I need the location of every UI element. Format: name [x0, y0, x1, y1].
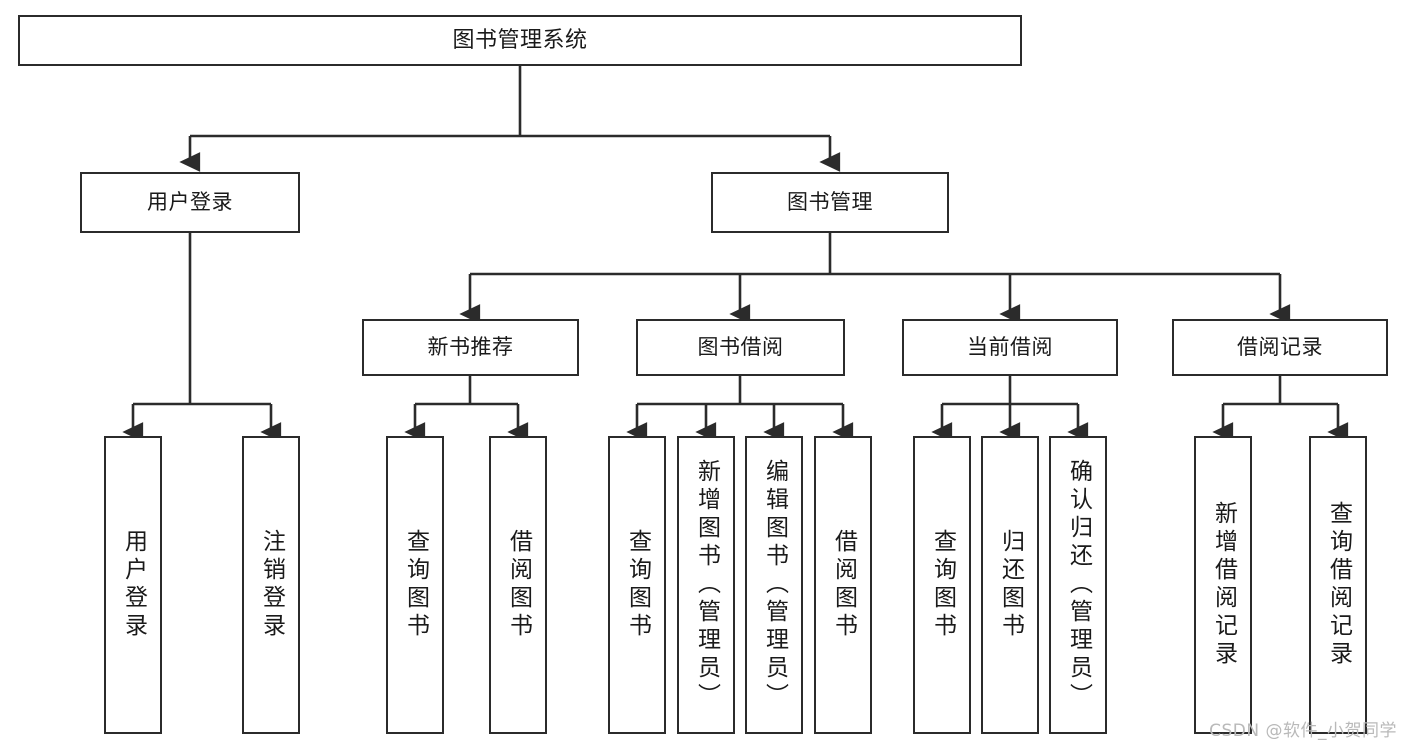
node-label: 新增借阅记录: [1210, 501, 1237, 669]
node-label: 借阅记录: [1237, 335, 1323, 360]
csdn-watermark: CSDN @软件_小贺同学: [1209, 721, 1397, 741]
leaf-user-login[interactable]: 用户登录: [104, 436, 162, 734]
node-root-book-management-system[interactable]: 图书管理系统: [18, 15, 1022, 66]
node-label: 用户登录: [120, 529, 147, 641]
node-label: 图书借阅: [697, 335, 784, 360]
node-label: 借阅图书: [505, 529, 532, 641]
node-label: 查询图书: [929, 529, 956, 641]
node-book-management[interactable]: 图书管理: [711, 172, 949, 233]
node-label: 确认归还（管理员）: [1065, 459, 1092, 711]
node-new-book-recommend[interactable]: 新书推荐: [362, 319, 579, 376]
leaf-return-book[interactable]: 归还图书: [981, 436, 1039, 734]
leaf-add-book-admin[interactable]: 新增图书（管理员）: [677, 436, 735, 734]
node-label: 当前借阅: [967, 335, 1053, 360]
node-borrow-record[interactable]: 借阅记录: [1172, 319, 1388, 376]
leaf-query-book-borrow[interactable]: 查询图书: [608, 436, 666, 734]
leaf-add-borrow-record[interactable]: 新增借阅记录: [1194, 436, 1252, 734]
node-label: 注销登录: [258, 529, 285, 641]
node-label: 查询图书: [402, 529, 429, 641]
leaf-confirm-return-admin[interactable]: 确认归还（管理员）: [1049, 436, 1107, 734]
node-label: 新书推荐: [427, 335, 514, 360]
leaf-edit-book-admin[interactable]: 编辑图书（管理员）: [745, 436, 803, 734]
node-label: 借阅图书: [830, 529, 857, 641]
leaf-logout-login[interactable]: 注销登录: [242, 436, 300, 734]
node-current-borrow[interactable]: 当前借阅: [902, 319, 1118, 376]
node-label: 查询借阅记录: [1325, 501, 1352, 669]
node-label: 图书管理系统: [452, 27, 588, 53]
leaf-query-book-recommend[interactable]: 查询图书: [386, 436, 444, 734]
node-label: 图书管理: [787, 190, 873, 215]
node-label: 用户登录: [147, 190, 233, 215]
node-label: 新增图书（管理员）: [693, 459, 720, 711]
node-label: 查询图书: [624, 529, 651, 641]
leaf-borrow-book[interactable]: 借阅图书: [814, 436, 872, 734]
leaf-query-book-current[interactable]: 查询图书: [913, 436, 971, 734]
leaf-borrow-book-recommend[interactable]: 借阅图书: [489, 436, 547, 734]
node-user-login[interactable]: 用户登录: [80, 172, 300, 233]
node-label: 编辑图书（管理员）: [761, 459, 788, 711]
leaf-query-borrow-record[interactable]: 查询借阅记录: [1309, 436, 1367, 734]
node-book-borrow[interactable]: 图书借阅: [636, 319, 845, 376]
node-label: 归还图书: [997, 529, 1024, 641]
